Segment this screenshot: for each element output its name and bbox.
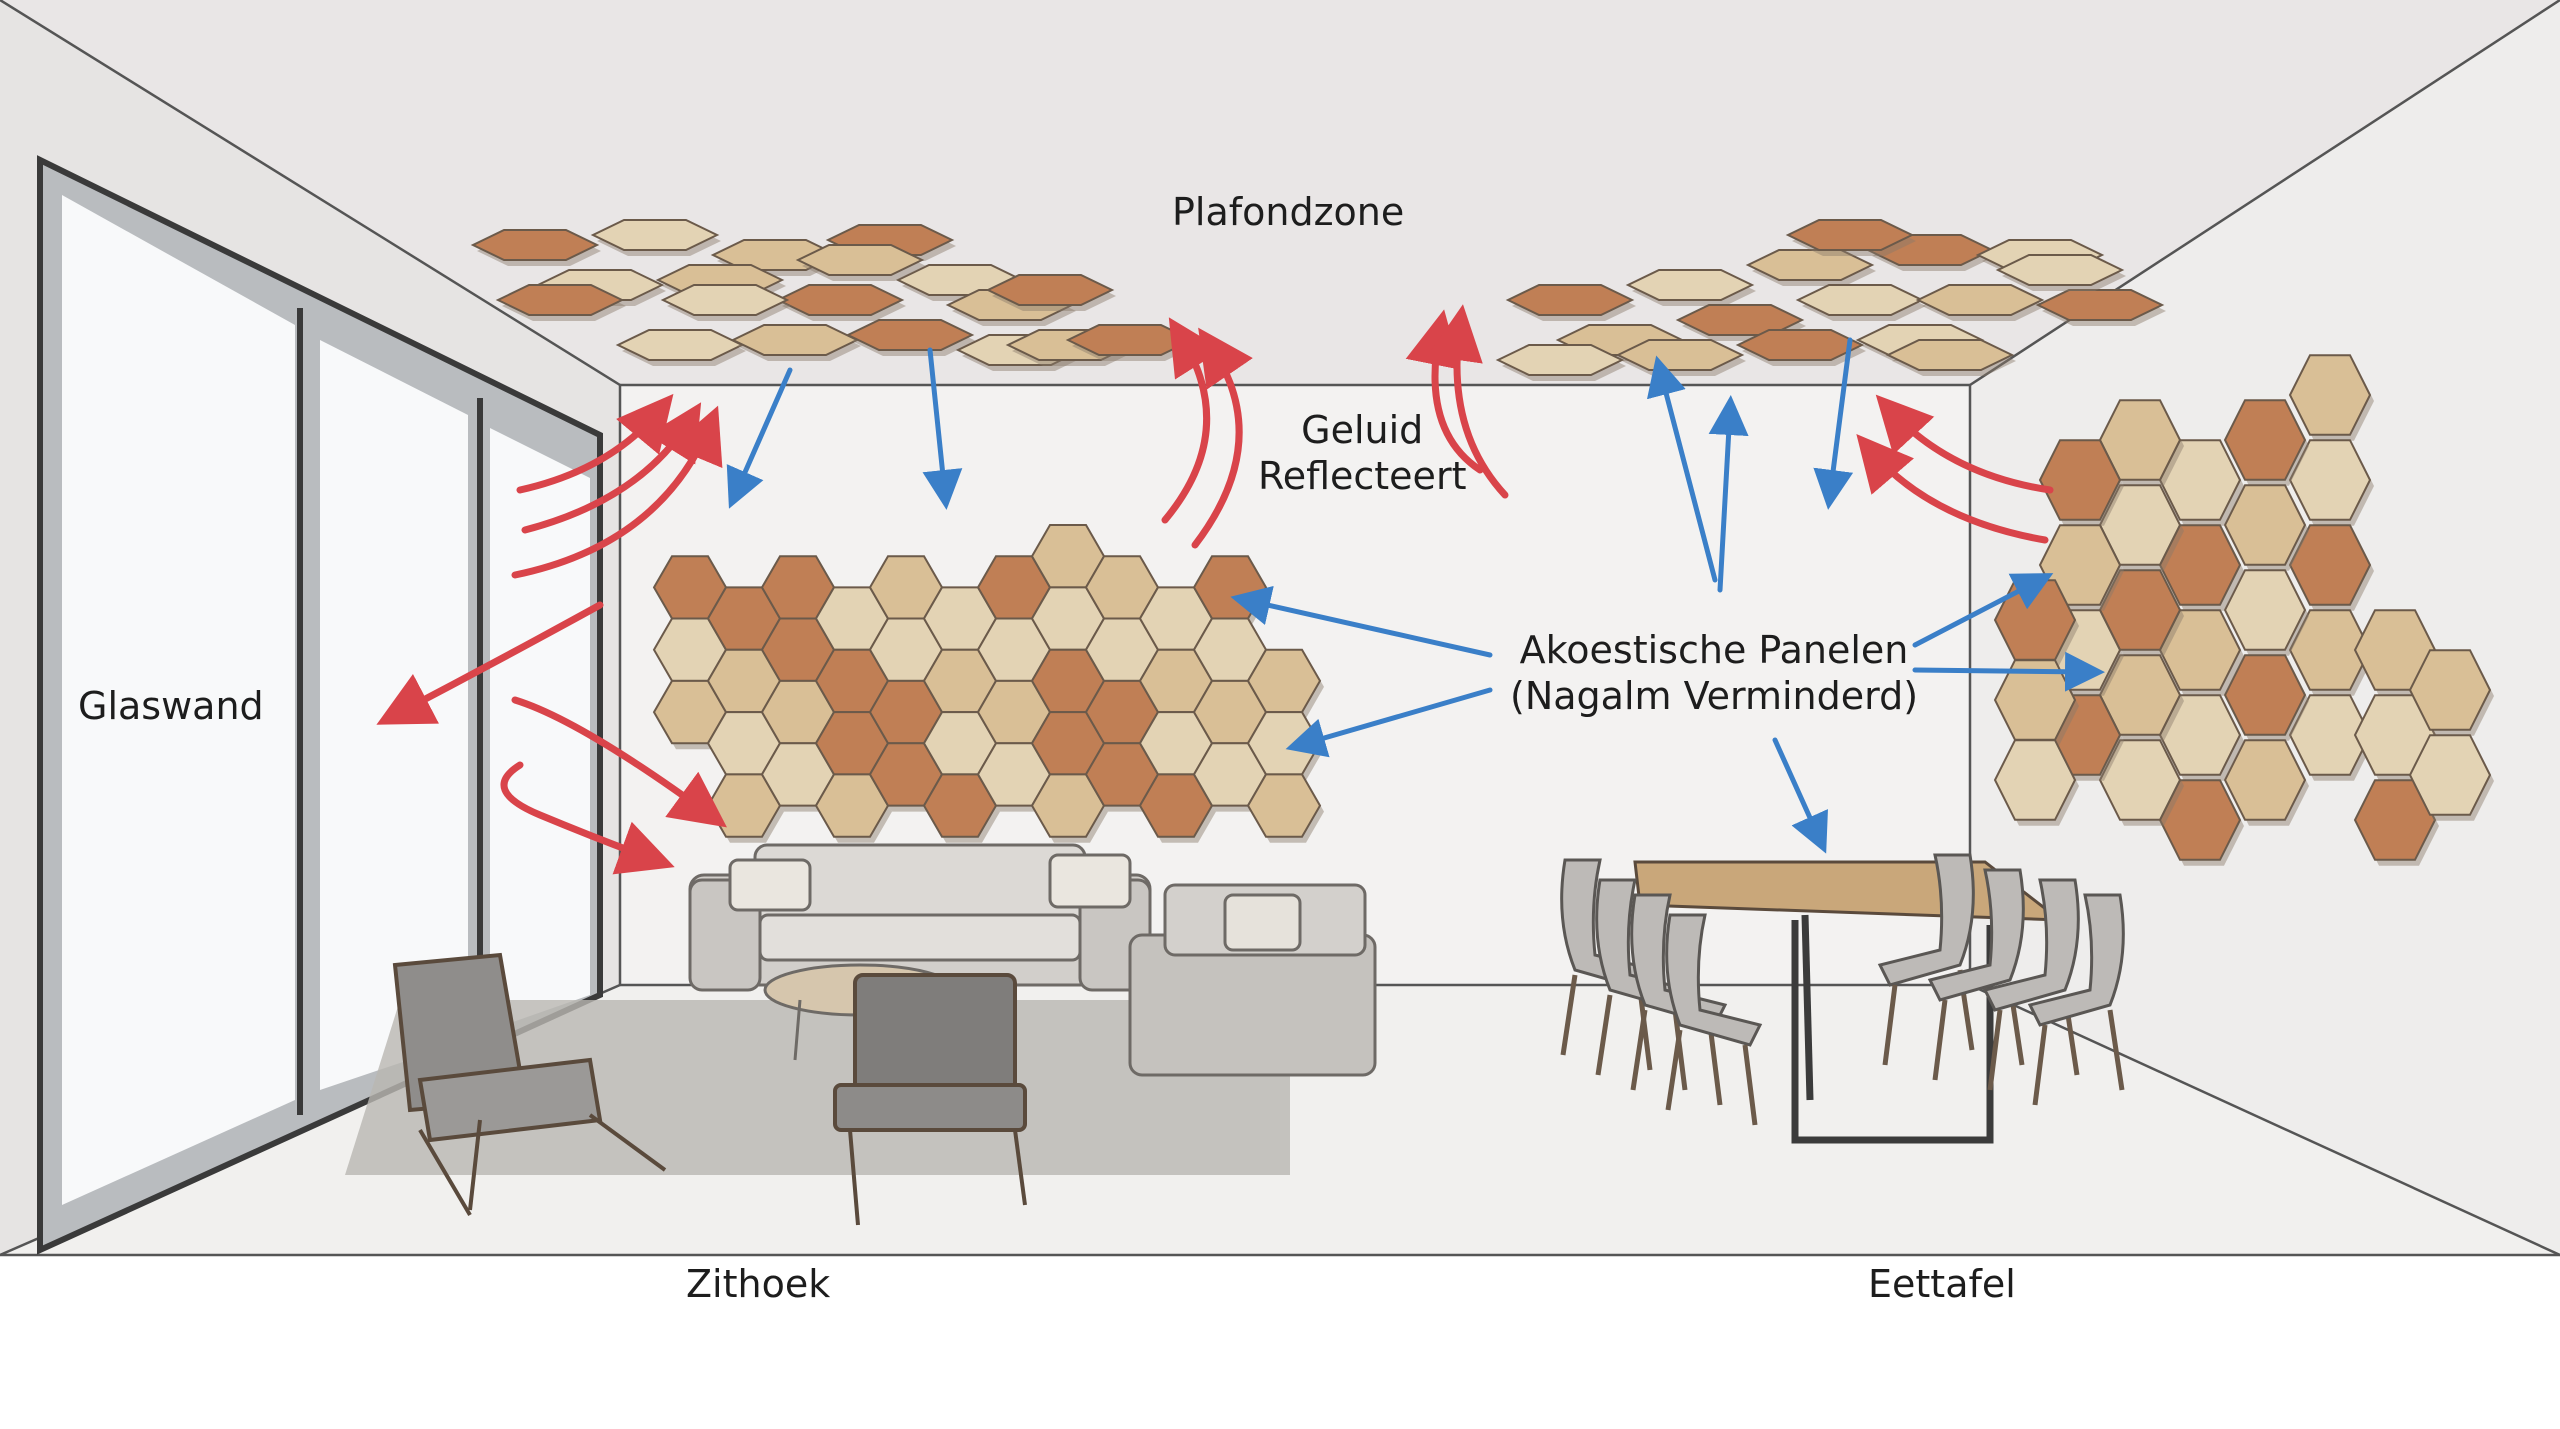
ceiling-panel-hex — [1995, 254, 2125, 286]
ceiling-panel-hex — [730, 324, 860, 356]
side-wall-panel-hex — [2038, 524, 2122, 606]
wall-panels-right — [1993, 354, 2494, 866]
sound-reflects-label: Geluid Reflecteert — [1258, 408, 1466, 499]
side-wall-panel-hex — [2288, 609, 2372, 691]
ceiling-panel-hex — [1065, 324, 1195, 356]
lounge-chair-left — [392, 952, 667, 1217]
side-wall-panel-hex — [2408, 734, 2492, 816]
ceiling-panel-hex — [590, 219, 720, 251]
dining-chair-legs — [1665, 1029, 1758, 1126]
ceiling-panel-hex — [495, 284, 625, 316]
wall-panel-hex — [1246, 773, 1322, 838]
dining-chair — [1982, 878, 2080, 1012]
ceiling-panels-right — [1495, 219, 2166, 381]
side-wall-panel-hex — [2408, 649, 2492, 731]
side-wall-panel-hex — [2223, 484, 2307, 566]
reflection-arrows — [376, 304, 2054, 875]
ceiling-panel-hex — [1505, 284, 1635, 316]
dining-area — [1560, 853, 2125, 1144]
ceiling-panel-hex — [470, 229, 600, 261]
sound-label-line1: Geluid — [1301, 408, 1424, 452]
dining-chair — [2027, 893, 2125, 1027]
side-wall-panel-hex — [2288, 524, 2372, 606]
ceiling-panel-hex — [1495, 344, 1625, 376]
ceiling-panel-hex — [795, 244, 925, 276]
side-wall-panel-hex — [2288, 354, 2372, 436]
ceiling-panel-hex — [1735, 329, 1865, 361]
side-wall-panel-hex — [2288, 694, 2372, 776]
side-wall-panel-hex — [2223, 739, 2307, 821]
ceiling-panel-hex — [1785, 219, 1915, 251]
ceiling-panel-hex — [1915, 284, 2045, 316]
dining-chair — [1665, 913, 1763, 1047]
armchair-right — [1128, 883, 1377, 1077]
wall-panels-main — [652, 524, 1324, 843]
dining-chair — [1927, 868, 2025, 1002]
ceiling-zone-label: Plafondzone — [1172, 190, 1405, 234]
ceiling-panels-left — [470, 219, 1196, 371]
ceiling-panel-hex — [1625, 269, 1755, 301]
dining-chair-legs — [1630, 1009, 1723, 1106]
dining-table-label: Eettafel — [1868, 1262, 2016, 1306]
ceiling-panel-hex — [985, 274, 1115, 306]
ceiling-panel-hex — [1795, 284, 1925, 316]
ceiling-panel-hex — [845, 319, 975, 351]
seating-area-label: Zithoek — [686, 1262, 831, 1306]
side-wall-panel-hex — [2288, 439, 2372, 521]
side-wall-panel-hex — [2223, 399, 2307, 481]
seating-area — [345, 843, 1377, 1226]
rug — [345, 1000, 1290, 1175]
dining-chair — [1877, 853, 1975, 987]
dining-chair-legs — [2032, 1009, 2125, 1106]
dining-chairs-left — [1560, 858, 1763, 1126]
ceiling-panel-hex — [615, 329, 745, 361]
ceiling-panel-hex — [2035, 289, 2165, 321]
dining-chair-legs — [1560, 974, 1653, 1071]
side-wall-panel-hex — [1993, 739, 2077, 821]
sound-label-line2: Reflecteert — [1258, 453, 1467, 498]
dining-chair-legs — [1595, 994, 1688, 1091]
glass-wall-label: Glaswand — [78, 684, 264, 728]
panels-label-line2: (Nagalm Verminderd) — [1510, 673, 1919, 718]
ceiling-panel-hex — [1885, 339, 2015, 371]
absorption-arrows — [726, 337, 2105, 854]
acoustic-panels-label: Akoestische Panelen (Nagalm Verminderd) — [1510, 628, 1918, 719]
side-wall-panel-hex — [2223, 654, 2307, 736]
ceiling-panel-hex — [660, 284, 790, 316]
lounge-chair-front — [833, 973, 1027, 1226]
side-wall-panel-hex — [2223, 569, 2307, 651]
side-wall-panel-hex — [2038, 439, 2122, 521]
dining-chairs-right — [1877, 853, 2125, 1106]
side-wall-panel-hex — [2098, 739, 2182, 821]
sofa — [688, 843, 1152, 992]
panels-label-line1: Akoestische Panelen — [1519, 628, 1909, 672]
